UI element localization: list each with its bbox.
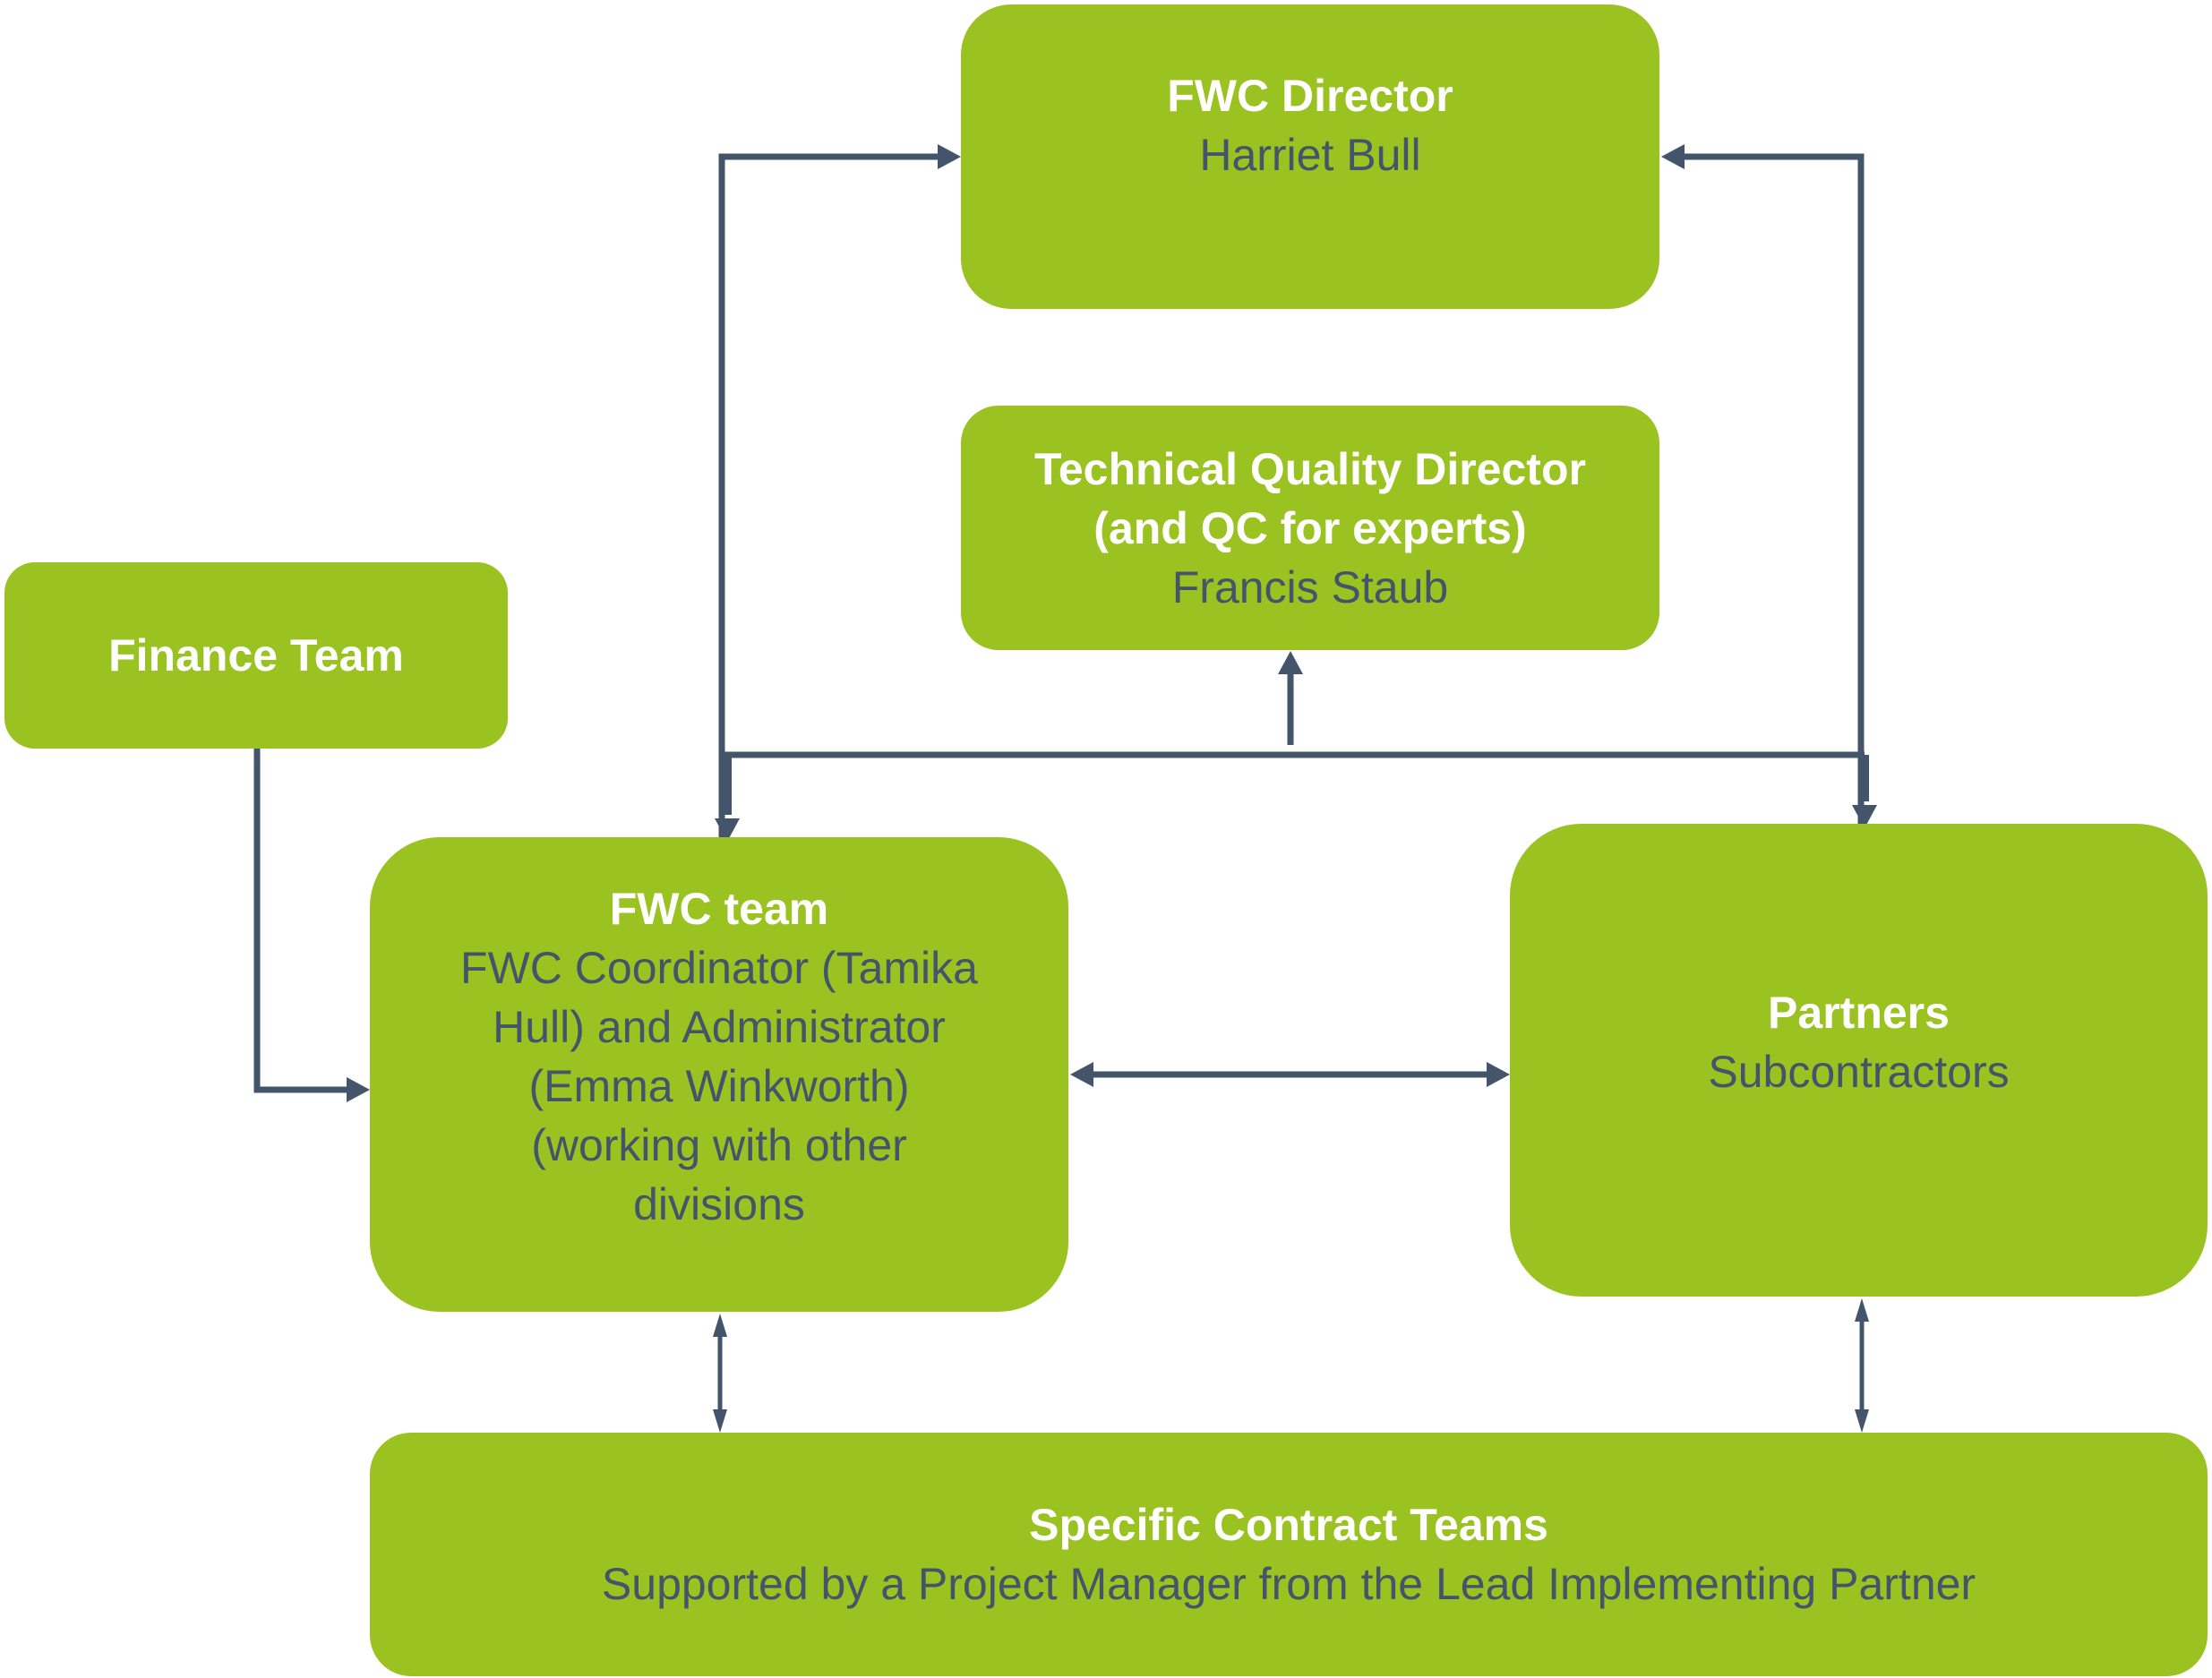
arrowhead-specific-right-top: [1855, 1409, 1869, 1433]
node-line-3: (Emma Winkworth): [528, 1061, 910, 1111]
arrowhead-director-right: [1661, 144, 1685, 169]
node-fwc-team: FWC team FWC Coordinator (Tamika Hull) a…: [370, 837, 1068, 1312]
arrowhead-specific-left-top: [713, 1409, 727, 1433]
node-line-2: Hull) and Administrator: [493, 1002, 946, 1052]
edge-finance-to-fwc-team: [253, 749, 347, 1093]
node-line-1: Subcontractors: [1708, 1047, 2010, 1097]
arrowhead-fwc-team-left: [347, 1077, 370, 1102]
node-title: FWC Director: [1167, 71, 1453, 121]
node-title-line-2: (and QC for experts): [1093, 502, 1527, 553]
node-title: FWC team: [609, 884, 829, 934]
arrowhead-tqd-bottom: [1278, 651, 1303, 674]
node-title: Partners: [1768, 988, 1950, 1038]
node-person: Harriet Bull: [1199, 130, 1421, 180]
node-title: Specific Contract Teams: [1029, 1500, 1548, 1550]
arrowhead-partners-bottom: [1855, 1298, 1869, 1322]
node-specific-contract-teams: Specific Contract Teams Supported by a P…: [370, 1433, 2208, 1676]
arrowhead-director-left: [938, 144, 961, 169]
arrowhead-partners-left: [1487, 1062, 1510, 1087]
arrowhead-fwc-team-top: [715, 818, 740, 842]
edge-partners-to-director: [1684, 153, 1865, 824]
arrowhead-partners-top: [1852, 805, 1877, 828]
node-technical-quality-director: Technical Quality Director (and QC for e…: [961, 406, 1659, 650]
node-line-1: FWC Coordinator (Tamika: [460, 943, 978, 993]
edge-fwc-team-to-director: [718, 153, 939, 837]
node-line-5: divisions: [633, 1179, 805, 1229]
arrowhead-fwc-team-bottom: [713, 1314, 727, 1337]
node-line-4: (working with other: [531, 1120, 907, 1170]
node-finance-team: Finance Team: [4, 562, 508, 749]
node-partners: Partners Subcontractors: [1510, 824, 2208, 1297]
arrowhead-fwc-team-right: [1070, 1062, 1093, 1087]
node-line-1: Supported by a Project Manager from the …: [601, 1559, 1976, 1609]
node-fwc-director: FWC Director Harriet Bull: [961, 4, 1659, 309]
node-person: Francis Staub: [1171, 561, 1449, 612]
node-title-line-1: Technical Quality Director: [1034, 443, 1586, 494]
node-title: Finance Team: [108, 630, 404, 681]
